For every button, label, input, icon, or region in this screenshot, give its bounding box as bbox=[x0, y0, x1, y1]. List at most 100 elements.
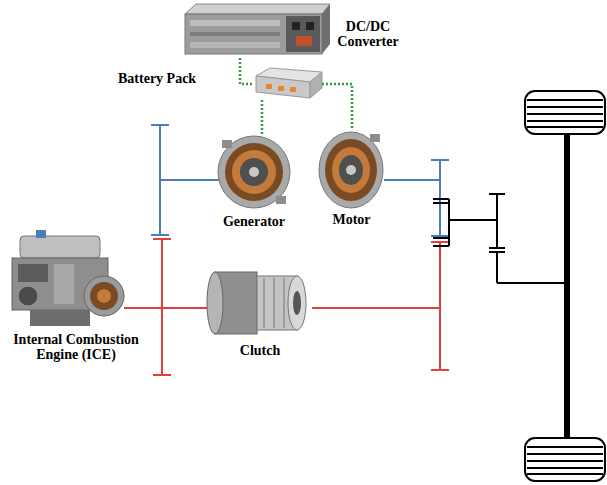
clutch-picture bbox=[274, 278, 275, 328]
clutch-picture bbox=[288, 276, 306, 330]
component-node: Clutch bbox=[205, 265, 315, 340]
component-label: Motor bbox=[308, 212, 395, 227]
engine-picture bbox=[12, 230, 124, 326]
battery-picture bbox=[185, 4, 330, 14]
battery-picture bbox=[292, 22, 300, 30]
motor-picture bbox=[370, 134, 380, 142]
component-label: DC/DC Converter bbox=[332, 19, 404, 49]
final-drive bbox=[433, 202, 449, 204]
final-drive bbox=[433, 194, 567, 283]
battery-picture bbox=[190, 20, 280, 26]
axle-wheels bbox=[527, 99, 603, 101]
axle-wheels bbox=[527, 126, 603, 128]
engine-gear bbox=[431, 241, 449, 243]
engine-picture bbox=[18, 286, 38, 306]
component-node: DC/DC Converter bbox=[252, 68, 322, 100]
clutch-picture bbox=[284, 278, 285, 328]
generator-picture bbox=[232, 150, 276, 194]
motor-picture bbox=[332, 147, 370, 193]
battery-picture bbox=[185, 4, 330, 54]
motor-picture bbox=[346, 165, 356, 175]
final-drive bbox=[497, 282, 567, 284]
motor-picture bbox=[319, 132, 383, 208]
clutch-picture bbox=[207, 272, 306, 334]
battery-picture bbox=[190, 32, 280, 36]
axle-wheels bbox=[527, 447, 603, 474]
axle-wheels bbox=[527, 467, 603, 469]
final-drive bbox=[496, 252, 498, 283]
battery-picture bbox=[322, 4, 330, 54]
engine-picture bbox=[97, 289, 111, 303]
component-node: Battery Pack bbox=[180, 3, 330, 58]
final-drive bbox=[433, 245, 449, 247]
motor-gear bbox=[384, 160, 449, 236]
final-drive bbox=[449, 219, 497, 221]
converter-picture bbox=[310, 72, 322, 98]
generator-picture bbox=[218, 136, 290, 208]
axle-wheels bbox=[527, 106, 603, 108]
engine-picture bbox=[36, 230, 46, 238]
motor-picture bbox=[325, 139, 377, 201]
axle-wheels bbox=[525, 91, 605, 134]
engine-picture bbox=[84, 276, 124, 316]
axle-wheels bbox=[527, 446, 603, 448]
final-drive bbox=[448, 199, 450, 246]
converter-picture bbox=[278, 86, 284, 91]
axle-wheels bbox=[527, 453, 603, 455]
power-link bbox=[261, 100, 264, 135]
motor-picture bbox=[319, 132, 383, 208]
generator-gear bbox=[151, 234, 169, 236]
converter-picture bbox=[266, 84, 272, 89]
axle-wheels bbox=[525, 438, 605, 481]
component-node: Generator bbox=[218, 135, 290, 210]
battery-picture bbox=[306, 22, 314, 30]
final-drive bbox=[489, 247, 505, 249]
battery-picture bbox=[296, 36, 312, 46]
motor-gear bbox=[431, 235, 449, 237]
generator-gear bbox=[160, 179, 220, 181]
component-label: Internal Combustion Engine (ICE) bbox=[0, 332, 152, 362]
engine-picture bbox=[54, 264, 74, 304]
motor-gear bbox=[431, 159, 449, 161]
engine-picture bbox=[90, 282, 118, 310]
converter-picture bbox=[290, 87, 296, 92]
engine-picture bbox=[18, 264, 48, 282]
engine-gear bbox=[124, 239, 449, 375]
component-node: Internal Combustion Engine (ICE) bbox=[5, 228, 125, 328]
axle-wheels bbox=[527, 460, 603, 462]
clutch-picture bbox=[264, 278, 265, 328]
generator-picture bbox=[225, 143, 283, 201]
engine-gear bbox=[439, 242, 441, 370]
clutch-picture bbox=[293, 291, 301, 315]
generator-picture bbox=[240, 158, 268, 186]
power-link bbox=[240, 58, 252, 84]
component-label: Battery Pack bbox=[118, 71, 196, 86]
final-drive bbox=[433, 198, 449, 200]
generator-picture bbox=[218, 136, 290, 208]
engine-picture bbox=[30, 310, 90, 326]
battery-picture bbox=[185, 14, 322, 54]
converter-picture bbox=[256, 76, 310, 98]
engine-gear bbox=[124, 307, 208, 309]
final-drive bbox=[489, 193, 505, 195]
component-label: Generator bbox=[208, 214, 300, 229]
converter-picture bbox=[256, 68, 322, 98]
motor-picture bbox=[339, 155, 363, 185]
motor-gear bbox=[384, 179, 440, 181]
axle-wheels bbox=[527, 100, 603, 127]
battery-picture bbox=[190, 42, 280, 48]
final-drive bbox=[496, 194, 498, 248]
clutch-picture bbox=[207, 272, 223, 334]
engine-gear bbox=[153, 374, 171, 376]
generator-picture bbox=[249, 167, 259, 177]
battery-picture bbox=[286, 16, 320, 52]
generator-gear bbox=[151, 124, 169, 126]
axle-wheels bbox=[527, 473, 603, 475]
engine-picture bbox=[20, 236, 100, 258]
power-link bbox=[322, 84, 352, 128]
axle-wheels bbox=[525, 91, 605, 481]
generator-picture bbox=[276, 196, 286, 204]
